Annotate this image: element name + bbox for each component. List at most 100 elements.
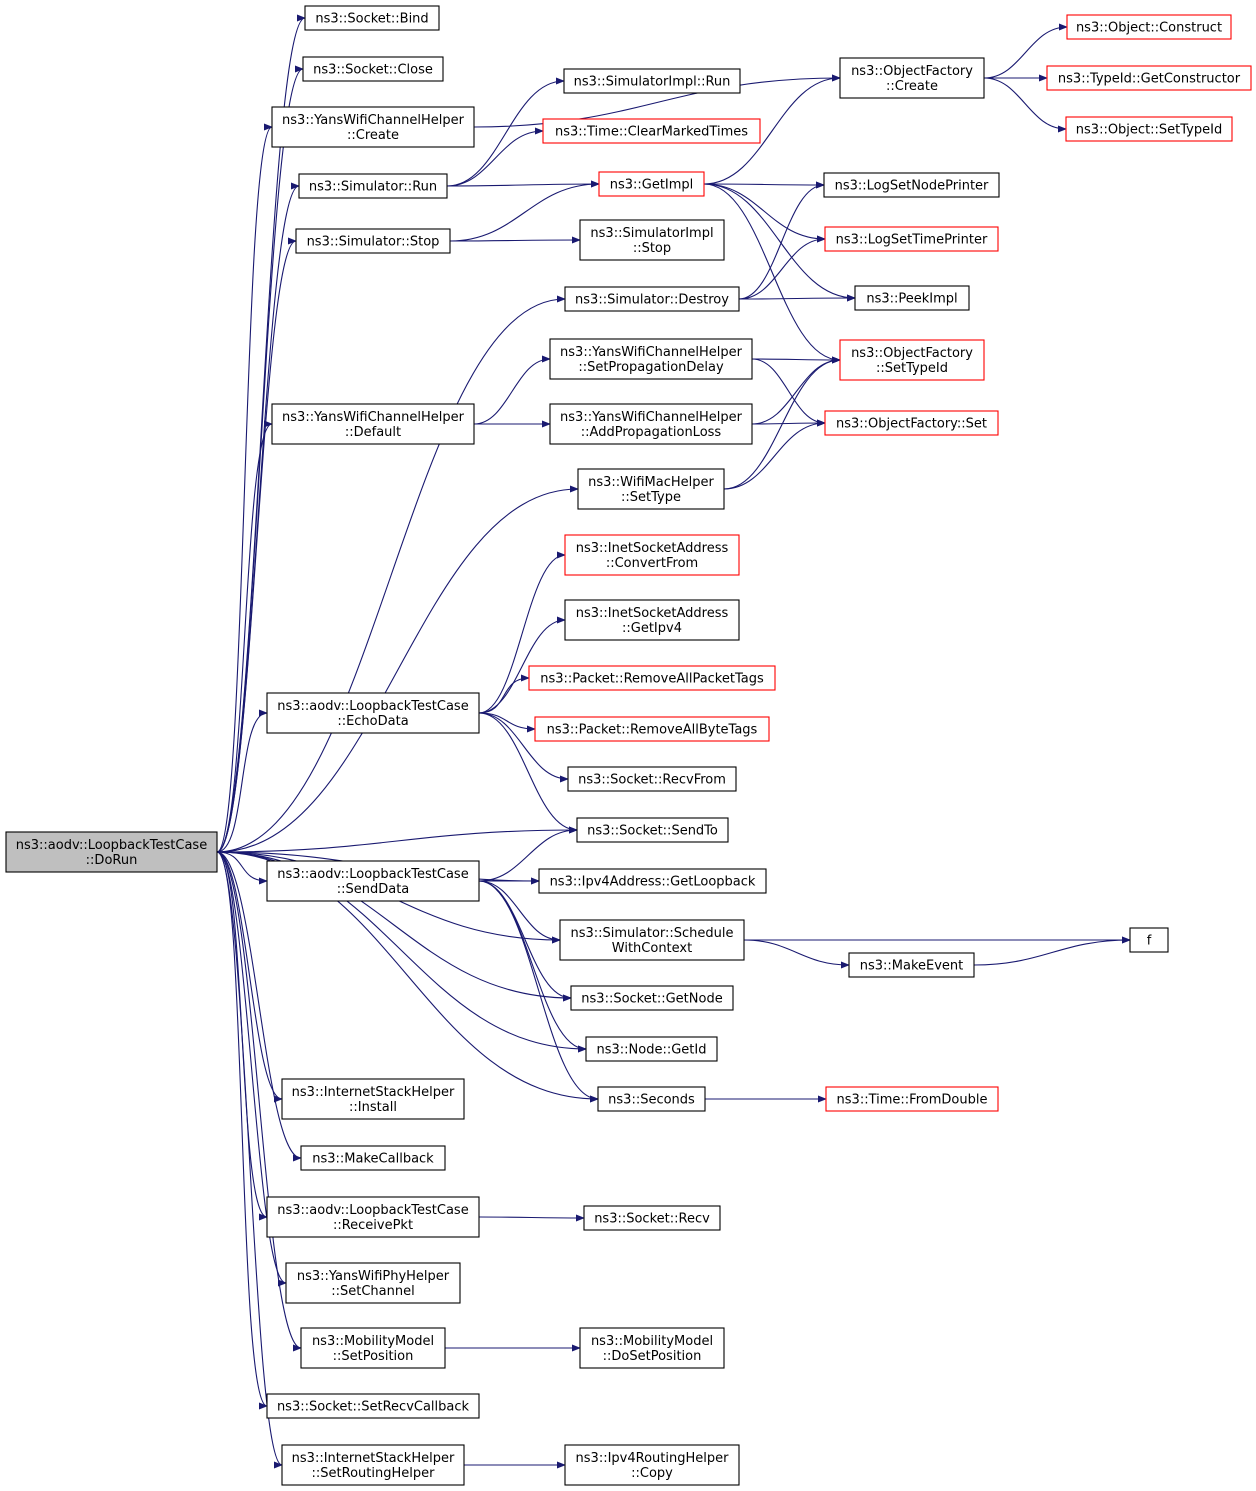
- node-label: ns3::InetSocketAddress: [576, 606, 729, 621]
- node-label: ns3::aodv::LoopbackTestCase: [277, 867, 468, 882]
- edge-root-to-simulator-stop: [216, 237, 297, 853]
- node-label: ns3::InternetStackHelper: [292, 1451, 455, 1466]
- node-box: [542, 118, 761, 144]
- node-label: ::DoSetPosition: [603, 1349, 702, 1364]
- edge-objfactory-create-to-object-settypeid: [983, 77, 1067, 133]
- node-f[interactable]: f: [1129, 927, 1169, 953]
- node-typeid-getconstructor[interactable]: ns3::TypeId::GetConstructor: [1046, 65, 1252, 91]
- node-time-fromdouble[interactable]: ns3::Time::FromDouble: [825, 1086, 999, 1112]
- node-label: ::GetIpv4: [622, 621, 682, 636]
- edge-yans-setpropdelay-to-objfactory-settypeid: [751, 356, 841, 364]
- node-root[interactable]: ns3::aodv::LoopbackTestCase::DoRun: [5, 831, 218, 873]
- node-objfactory-settypeid[interactable]: ns3::ObjectFactory::SetTypeId: [839, 339, 985, 381]
- node-ipv4routing-copy[interactable]: ns3::Ipv4RoutingHelper::Copy: [564, 1444, 740, 1486]
- node-box: [295, 228, 451, 254]
- node-seconds[interactable]: ns3::Seconds: [597, 1086, 706, 1112]
- node-ipv4-getloopback[interactable]: ns3::Ipv4Address::GetLoopback: [538, 868, 767, 894]
- node-yans-phy-setchannel[interactable]: ns3::YansWifiPhyHelper::SetChannel: [285, 1262, 461, 1304]
- node-peekimpl[interactable]: ns3::PeekImpl: [854, 285, 970, 311]
- node-box: [1129, 927, 1169, 953]
- node-box: [563, 68, 741, 94]
- edge-yans-channel-default-to-yans-setpropdelay: [473, 355, 551, 425]
- node-receive-pkt[interactable]: ns3::aodv::LoopbackTestCase::ReceivePkt: [266, 1196, 480, 1238]
- node-socket-recvfrom[interactable]: ns3::Socket::RecvFrom: [567, 766, 737, 792]
- node-packet-removebytetags[interactable]: ns3::Packet::RemoveAllByteTags: [534, 716, 770, 742]
- node-echo-data[interactable]: ns3::aodv::LoopbackTestCase::EchoData: [266, 692, 480, 734]
- node-inet-convertfrom[interactable]: ns3::InetSocketAddress::ConvertFrom: [564, 534, 740, 576]
- node-label: ns3::LogSetTimePrinter: [836, 233, 988, 248]
- node-socket-setrecvcallback[interactable]: ns3::Socket::SetRecvCallback: [266, 1393, 480, 1419]
- node-label: ns3::MakeEvent: [860, 959, 964, 974]
- node-label: ns3::Seconds: [608, 1093, 695, 1108]
- node-label: ns3::MobilityModel: [591, 1334, 713, 1349]
- node-label: ns3::YansWifiChannelHelper: [560, 410, 743, 425]
- edge-root-to-make-callback: [216, 851, 302, 1162]
- node-logsettimeprinter[interactable]: ns3::LogSetTimePrinter: [824, 226, 999, 252]
- node-label: ns3::MobilityModel: [312, 1334, 434, 1349]
- node-objfactory-create[interactable]: ns3::ObjectFactory::Create: [839, 57, 985, 99]
- node-yans-channel-default[interactable]: ns3::YansWifiChannelHelper::Default: [271, 403, 475, 445]
- node-wifimac-settype[interactable]: ns3::WifiMacHelper::SetType: [577, 468, 725, 510]
- edge-getimpl-to-objfactory-create: [703, 74, 841, 185]
- node-label: ns3::InetSocketAddress: [576, 541, 729, 556]
- node-box: [848, 952, 975, 978]
- node-makeevent[interactable]: ns3::MakeEvent: [848, 952, 975, 978]
- node-label: f: [1147, 934, 1152, 949]
- node-socket-sendto[interactable]: ns3::Socket::SendTo: [576, 817, 729, 843]
- node-yans-setpropdelay[interactable]: ns3::YansWifiChannelHelper::SetPropagati…: [549, 338, 753, 380]
- node-label: ns3::Time::FromDouble: [837, 1093, 988, 1108]
- node-box: [538, 868, 767, 894]
- edge-root-to-yans-channel-create: [216, 123, 273, 853]
- node-simimpl-stop[interactable]: ns3::SimulatorImpl::Stop: [579, 219, 725, 261]
- edge-getimpl-to-logsetnodeprinter: [703, 181, 825, 189]
- node-getimpl[interactable]: ns3::GetImpl: [598, 171, 705, 197]
- node-node-getid[interactable]: ns3::Node::GetId: [585, 1036, 718, 1062]
- node-label: ns3::YansWifiChannelHelper: [282, 113, 465, 128]
- edge-send-data-to-node-getid: [478, 880, 587, 1053]
- node-socket-close[interactable]: ns3::Socket::Close: [302, 56, 444, 82]
- node-socket-bind[interactable]: ns3::Socket::Bind: [304, 5, 440, 31]
- node-object-settypeid[interactable]: ns3::Object::SetTypeId: [1065, 116, 1233, 142]
- edge-simulator-schedulectx-to-makeevent: [743, 939, 850, 969]
- node-internet-install[interactable]: ns3::InternetStackHelper::Install: [281, 1078, 465, 1120]
- edge-root-to-socket-getnode: [216, 851, 572, 1002]
- node-make-callback[interactable]: ns3::MakeCallback: [300, 1145, 446, 1171]
- node-yans-channel-create[interactable]: ns3::YansWifiChannelHelper::Create: [271, 106, 475, 148]
- node-box: [1046, 65, 1252, 91]
- edge-root-to-yans-channel-default: [216, 420, 273, 853]
- edge-simulator-stop-to-simimpl-stop: [449, 236, 581, 244]
- edge-simulator-run-to-time-clearmarked: [446, 127, 544, 187]
- node-mobility-setposition[interactable]: ns3::MobilityModel::SetPosition: [300, 1327, 446, 1369]
- node-inet-getipv4[interactable]: ns3::InetSocketAddress::GetIpv4: [564, 599, 740, 641]
- node-label: ns3::Simulator::Destroy: [575, 293, 729, 308]
- node-objfactory-set[interactable]: ns3::ObjectFactory::Set: [824, 410, 999, 436]
- node-box: [825, 1086, 999, 1112]
- node-socket-getnode[interactable]: ns3::Socket::GetNode: [570, 985, 734, 1011]
- node-mobility-dosetposition[interactable]: ns3::MobilityModel::DoSetPosition: [579, 1327, 725, 1369]
- node-box: [281, 1078, 465, 1120]
- node-object-construct[interactable]: ns3::Object::Construct: [1066, 14, 1232, 40]
- node-time-clearmarked[interactable]: ns3::Time::ClearMarkedTimes: [542, 118, 761, 144]
- node-send-data[interactable]: ns3::aodv::LoopbackTestCase::SendData: [266, 860, 480, 902]
- node-internet-setrouting[interactable]: ns3::InternetStackHelper::SetRoutingHelp…: [281, 1444, 465, 1486]
- node-simulator-stop[interactable]: ns3::Simulator::Stop: [295, 228, 451, 254]
- node-label: ::ConvertFrom: [606, 556, 698, 571]
- node-packet-removepackettags[interactable]: ns3::Packet::RemoveAllPacketTags: [528, 665, 776, 691]
- node-simimpl-run[interactable]: ns3::SimulatorImpl::Run: [563, 68, 741, 94]
- node-box: [839, 339, 985, 381]
- node-label: ::Default: [345, 425, 401, 440]
- node-yans-addproploss[interactable]: ns3::YansWifiChannelHelper::AddPropagati…: [549, 403, 753, 445]
- node-simulator-run[interactable]: ns3::Simulator::Run: [298, 173, 448, 199]
- node-logsetnodeprinter[interactable]: ns3::LogSetNodePrinter: [823, 172, 1000, 198]
- node-label: ::SetPosition: [333, 1349, 414, 1364]
- node-box: [304, 5, 440, 31]
- node-label: ::Create: [886, 79, 938, 94]
- node-box: [564, 286, 740, 312]
- node-simulator-destroy[interactable]: ns3::Simulator::Destroy: [564, 286, 740, 312]
- node-box: [567, 766, 737, 792]
- node-socket-recv[interactable]: ns3::Socket::Recv: [583, 1205, 721, 1231]
- edge-getimpl-to-peekimpl: [703, 183, 856, 302]
- node-label: ns3::Simulator::Stop: [307, 235, 440, 250]
- node-box: [597, 1086, 706, 1112]
